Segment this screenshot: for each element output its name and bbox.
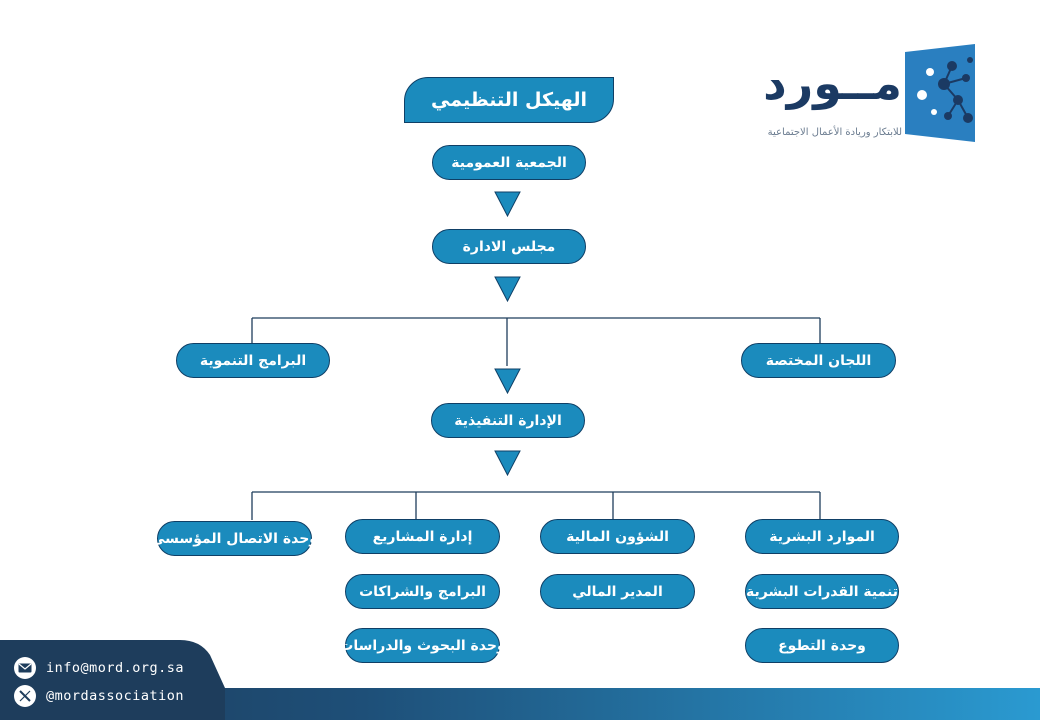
node-projects: إدارة المشاريع: [345, 519, 500, 554]
node-board: مجلس الادارة: [432, 229, 586, 264]
mail-icon: [14, 657, 36, 679]
logo-name: مــورد: [763, 56, 902, 110]
node-finance: الشؤون المالية: [540, 519, 695, 554]
node-dev-programs: البرامج التنموية: [176, 343, 330, 378]
node-general-assembly: الجمعية العمومية: [432, 145, 586, 180]
footer-social[interactable]: @mordassociation: [46, 688, 185, 704]
arrow-down-icon: [494, 368, 521, 395]
footer-email[interactable]: info@mord.org.sa: [46, 660, 185, 676]
node-communication: وحدة الاتصال المؤسسي: [151, 521, 318, 556]
chart-title: الهيكل التنظيمي: [404, 77, 614, 123]
arrow-down-icon: [494, 450, 521, 477]
node-hr-capacity: تنمية القدرات البشرية: [745, 574, 899, 609]
node-projects-research: وحدة البحوث والدراسات: [339, 628, 506, 663]
x-icon: [14, 685, 36, 707]
node-executive: الإدارة التنفيذية: [431, 403, 585, 438]
node-hr: الموارد البشرية: [745, 519, 899, 554]
node-projects-programs: البرامج والشراكات: [345, 574, 500, 609]
node-committees: اللجان المختصة: [741, 343, 896, 378]
arrow-down-icon: [494, 191, 521, 218]
node-finance-manager: المدير المالي: [540, 574, 695, 609]
arrow-down-icon: [494, 276, 521, 303]
logo-tagline: للابتكار وريادة الأعمال الاجتماعية: [767, 127, 902, 138]
footer-social-row[interactable]: @mordassociation: [14, 685, 184, 707]
node-hr-volunteer: وحدة التطوع: [745, 628, 899, 663]
footer-email-row[interactable]: info@mord.org.sa: [14, 657, 184, 679]
